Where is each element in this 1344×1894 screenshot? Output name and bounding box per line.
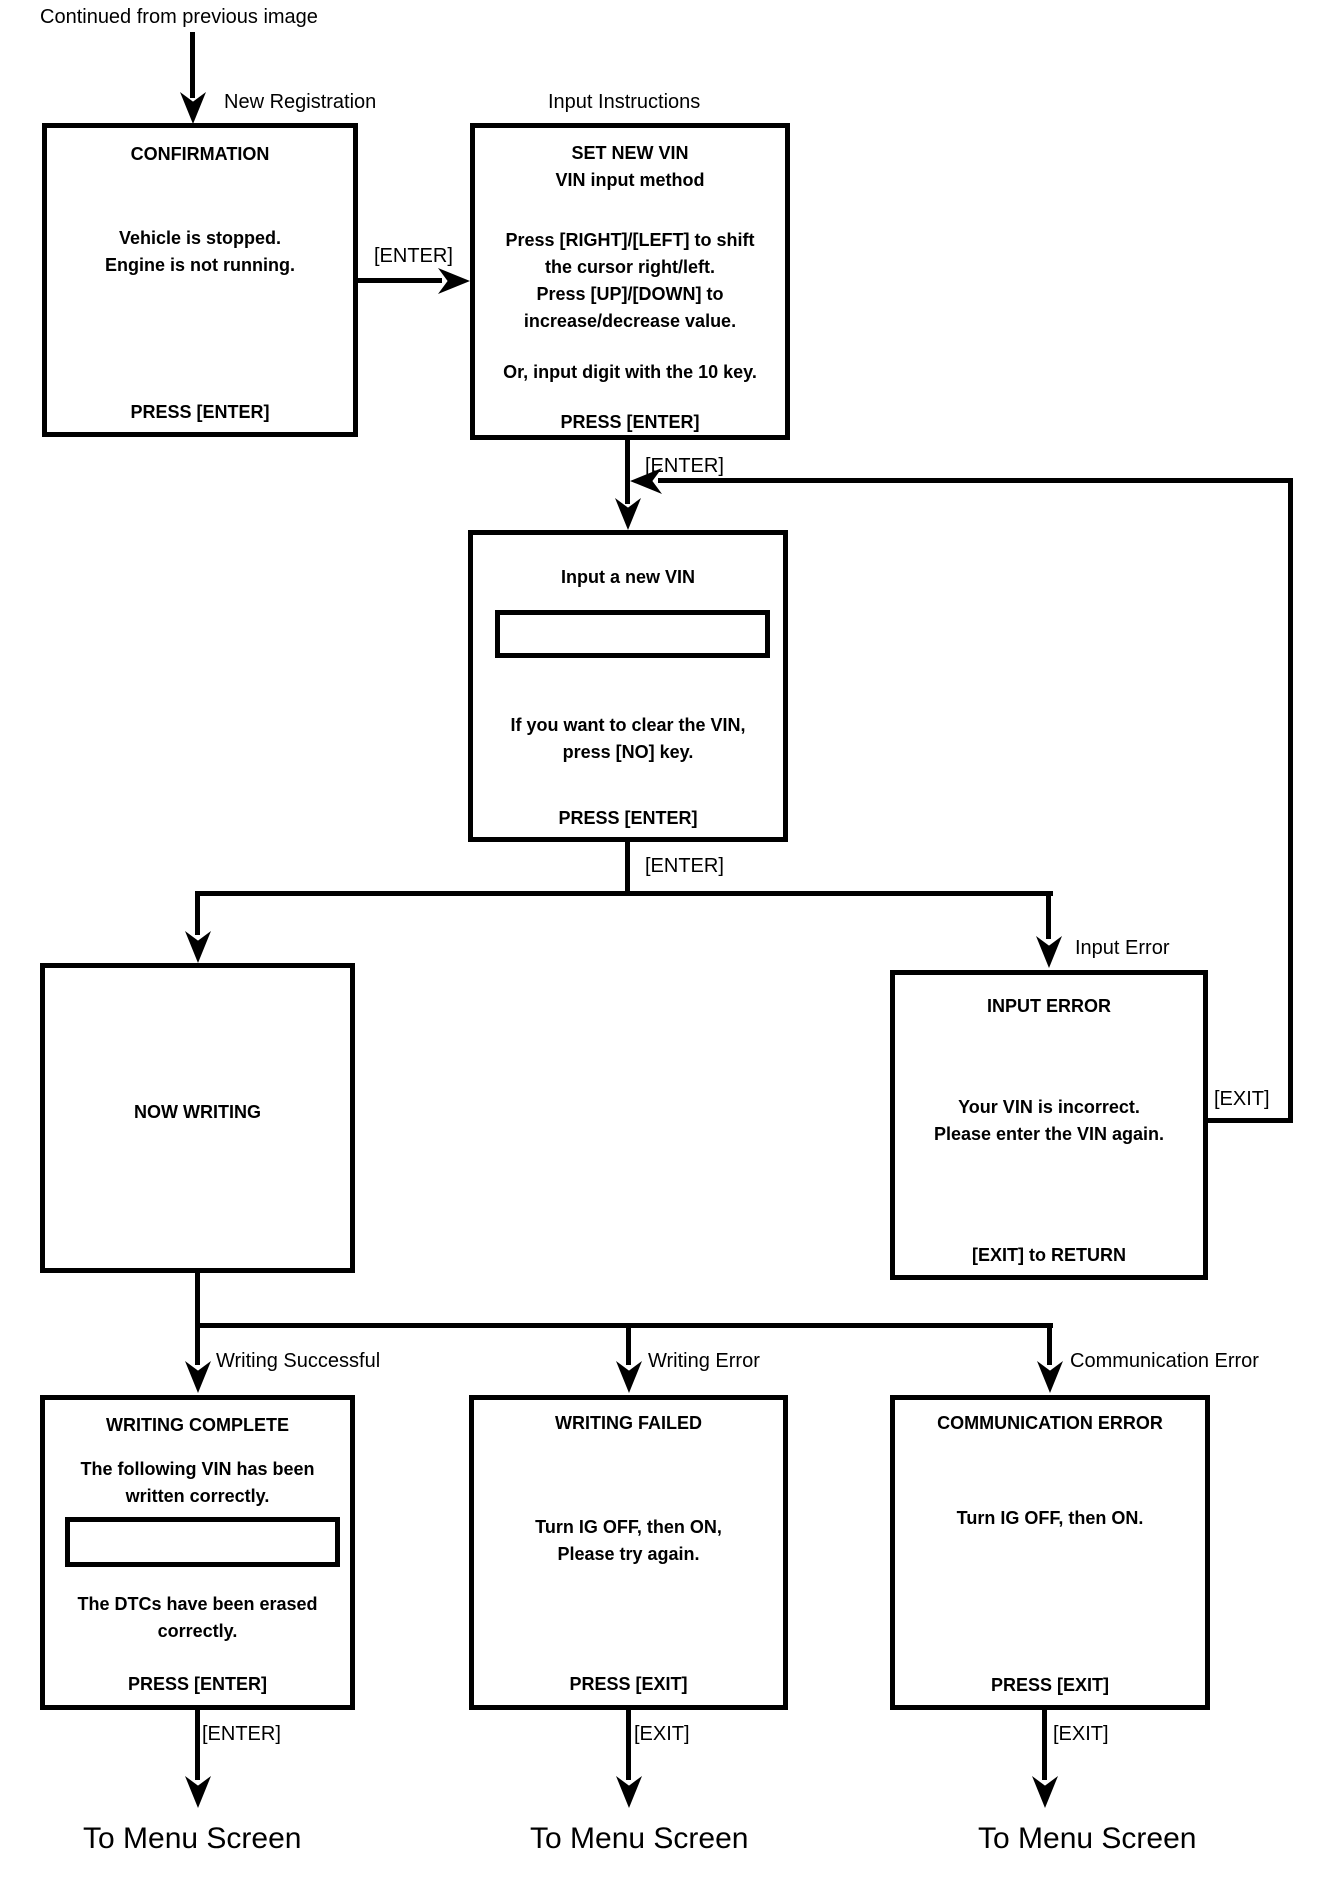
flow-box-confirmation: CONFIRMATION Vehicle is stopped. Engine …: [42, 123, 358, 437]
branch-label-writing-successful: Writing Successful: [216, 1350, 381, 1372]
connector-entry-line: [190, 32, 195, 98]
connector-line: [626, 1708, 631, 1780]
box-footer: PRESS [ENTER]: [560, 412, 700, 432]
flow-box-communication-error: COMMUNICATION ERROR Turn IG OFF, then ON…: [890, 1395, 1210, 1710]
connector-line: [195, 1708, 200, 1780]
connector-line: [195, 891, 200, 935]
arrow-down-icon: [1036, 936, 1062, 968]
flow-box-input-error: INPUT ERROR Your VIN is incorrect. Pleas…: [890, 970, 1208, 1280]
connector-label-enter: [ENTER]: [645, 455, 724, 477]
arrow-right-icon: [438, 268, 470, 294]
box-text-line: Engine is not running.: [105, 255, 295, 275]
box-footer: PRESS [ENTER]: [558, 808, 698, 828]
branch-label-input-instructions: Input Instructions: [548, 91, 701, 113]
arrow-down-icon: [185, 1361, 211, 1393]
box-title: CONFIRMATION: [130, 144, 270, 164]
connector-label-exit: [EXIT]: [634, 1723, 690, 1745]
arrow-down-icon: [616, 1776, 642, 1808]
connector-label-exit: [EXIT]: [1214, 1088, 1270, 1110]
connector-label-enter: [ENTER]: [202, 1723, 281, 1745]
connector-line: [626, 1323, 631, 1365]
connector-return-line: [658, 478, 1293, 483]
box-subtitle: VIN input method: [555, 170, 705, 190]
box-title: SET NEW VIN: [571, 143, 689, 163]
vin-input-field: [495, 610, 770, 658]
flow-box-writing-complete: WRITING COMPLETE The following VIN has b…: [40, 1395, 355, 1710]
connector-line: [625, 440, 630, 504]
to-menu-screen-label: To Menu Screen: [530, 1822, 749, 1855]
arrow-down-icon: [1037, 1361, 1063, 1393]
arrow-down-icon: [185, 1776, 211, 1808]
box-text-line: increase/decrease value.: [523, 311, 737, 331]
box-title: INPUT ERROR: [986, 996, 1111, 1016]
box-text-line: The DTCs have been erased: [77, 1594, 318, 1614]
box-footer: PRESS [ENTER]: [127, 1674, 268, 1694]
continued-from-label: Continued from previous image: [40, 6, 318, 28]
box-text-line: If you want to clear the VIN,: [510, 715, 746, 735]
box-text-line: The following VIN has been: [80, 1459, 315, 1479]
flow-box-input-new-vin: Input a new VIN If you want to clear the…: [468, 530, 788, 842]
flow-box-input-instructions: SET NEW VIN VIN input method Press [RIGH…: [470, 123, 790, 440]
connector-line: [1046, 891, 1051, 939]
connector-line: [1047, 1323, 1052, 1365]
box-text-line: Your VIN is incorrect.: [958, 1097, 1140, 1117]
box-text-line: Press [RIGHT]/[LEFT] to shift: [505, 230, 755, 250]
box-text-line: written correctly.: [125, 1486, 270, 1506]
box-text-line: Or, input digit with the 10 key.: [503, 362, 757, 382]
box-text-line: press [NO] key.: [562, 742, 694, 762]
box-title: COMMUNICATION ERROR: [937, 1413, 1163, 1433]
box-footer: PRESS [ENTER]: [130, 402, 270, 422]
flow-box-now-writing: NOW WRITING: [40, 963, 355, 1273]
branch-label-input-error: Input Error: [1075, 937, 1170, 959]
flow-box-writing-failed: WRITING FAILED Turn IG OFF, then ON, Ple…: [469, 1395, 788, 1710]
box-text-line: the cursor right/left.: [544, 257, 715, 277]
connector-line: [1042, 1708, 1047, 1780]
box-text-line: Turn IG OFF, then ON,: [535, 1517, 722, 1537]
arrow-down-icon: [616, 1361, 642, 1393]
connector-label-enter: [ENTER]: [374, 245, 453, 267]
connector-split-line: [195, 891, 1053, 896]
branch-label-new-registration: New Registration: [224, 91, 377, 113]
box-title: WRITING FAILED: [555, 1413, 702, 1433]
box-text-line: Please try again.: [557, 1544, 700, 1564]
connector-label-exit: [EXIT]: [1053, 1723, 1109, 1745]
branch-label-writing-error: Writing Error: [648, 1350, 760, 1372]
vin-display-field: [65, 1517, 340, 1567]
box-footer: [EXIT] to RETURN: [972, 1245, 1126, 1265]
box-footer: PRESS [EXIT]: [569, 1674, 688, 1694]
connector-split-line: [195, 1323, 1053, 1328]
box-text-line: Please enter the VIN again.: [933, 1124, 1165, 1144]
to-menu-screen-label: To Menu Screen: [978, 1822, 1197, 1855]
connector-exit-stub: [1208, 1118, 1293, 1123]
box-text-line: Press [UP]/[DOWN] to: [536, 284, 724, 304]
branch-label-communication-error: Communication Error: [1070, 1350, 1259, 1372]
connector-line: [195, 1323, 200, 1365]
arrow-down-icon: [1032, 1776, 1058, 1808]
box-text-line: correctly.: [157, 1621, 238, 1641]
box-title: Input a new VIN: [560, 567, 695, 587]
box-title: WRITING COMPLETE: [106, 1415, 289, 1435]
box-footer: PRESS [EXIT]: [990, 1675, 1110, 1695]
connector-line: [625, 842, 630, 895]
connector-line: [358, 278, 442, 283]
arrow-down-icon: [185, 931, 211, 963]
box-title: NOW WRITING: [134, 1102, 261, 1122]
box-text-line: Vehicle is stopped.: [118, 228, 282, 248]
to-menu-screen-label: To Menu Screen: [83, 1822, 302, 1855]
connector-label-enter: [ENTER]: [645, 855, 724, 877]
connector-return-line: [1288, 478, 1293, 1123]
connector-line: [195, 1273, 200, 1327]
box-text-line: Turn IG OFF, then ON.: [956, 1508, 1144, 1528]
